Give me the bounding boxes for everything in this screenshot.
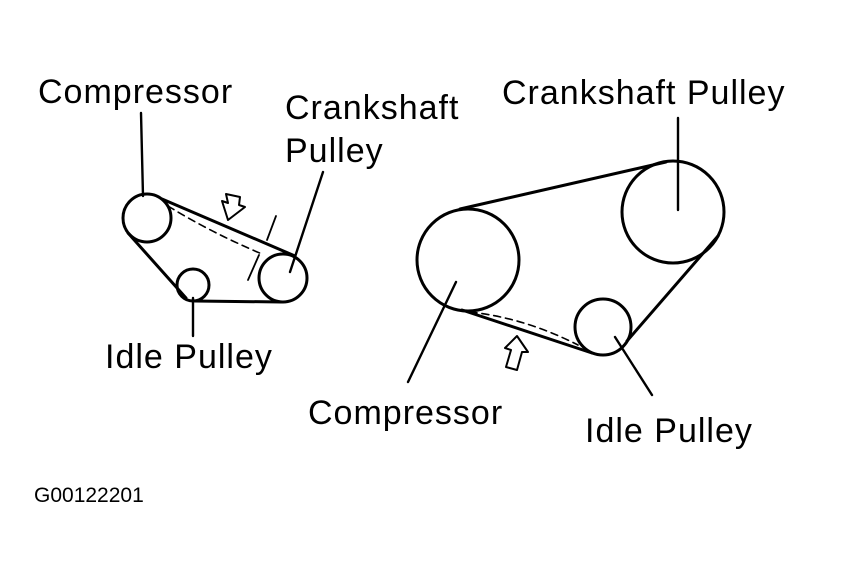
left-force-arrow [221,193,246,221]
left-crankshaft-leader [288,170,325,274]
left-belt-deflection-dashed [167,205,263,255]
left-belt-diagram [121,111,325,338]
left-deflection-tick-bottom [247,254,260,281]
right-force-arrow [504,335,529,371]
figure-id: G00122201 [34,484,144,507]
right-belt-top-span [458,160,668,211]
right-belt-deflection-dashed [469,311,579,346]
left-crankshaft-label-line2: Pulley [285,132,384,170]
right-crankshaft-pulley [620,159,726,265]
right-crankshaft-label: Crankshaft Pulley [502,74,786,112]
left-deflection-tick-top [266,215,277,241]
right-idle-pulley [573,297,633,357]
right-idle-leader [613,335,654,397]
right-compressor-label: Compressor [308,394,504,432]
right-belt-bottom-span [460,308,594,355]
left-belt-top-span [160,197,297,258]
right-compressor-leader [406,280,458,384]
right-compressor-pulley [415,207,521,313]
left-crankshaft-label-line1: Crankshaft [285,89,460,127]
left-compressor-label: Compressor [38,73,234,111]
right-belt-diagram [406,116,726,397]
left-idle-pulley-label: Idle Pulley [105,338,273,376]
right-belt-right-span [625,234,720,343]
left-belt-bottom-span [193,299,284,304]
left-belt-lower-left-span [126,231,188,300]
left-crankshaft-pulley [257,252,309,304]
left-compressor-pulley [121,192,173,244]
right-idle-pulley-label: Idle Pulley [585,412,753,450]
left-compressor-leader [139,111,145,198]
left-idle-pulley [175,267,211,303]
